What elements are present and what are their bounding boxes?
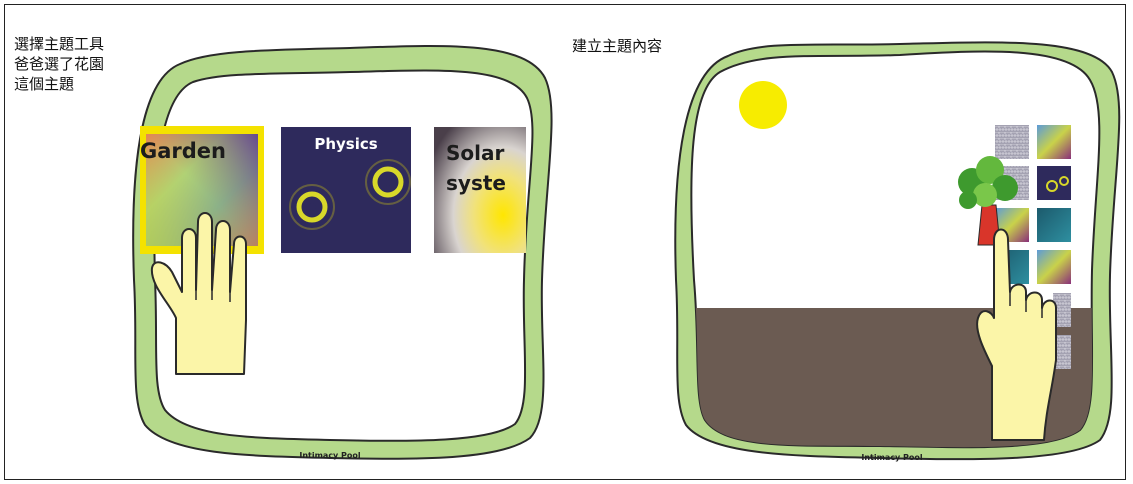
solar-system-card[interactable]: Solar syste: [434, 127, 526, 253]
garden-card-label: Garden: [140, 139, 226, 163]
left-caption: 選擇主題工具 爸爸選了花園 這個主題: [14, 34, 104, 94]
sun-icon: [739, 81, 787, 129]
physics-card[interactable]: Physics: [281, 127, 411, 253]
solar-card-label-line1: Solar: [446, 141, 504, 165]
orbit-rings-icon: [289, 159, 411, 230]
left-caption-line-1: 選擇主題工具: [14, 35, 105, 53]
physics-card-label: Physics: [314, 135, 377, 153]
left-caption-line-2: 爸爸選了花園: [14, 55, 105, 73]
solar-card-label-line2: syste: [446, 171, 506, 195]
right-caption: 建立主題內容: [572, 36, 662, 56]
left-caption-line-3: 這個主題: [14, 75, 75, 93]
right-pool-label: Intimacy Pool: [861, 453, 923, 462]
figure-border: [4, 4, 1126, 480]
hand-palm-icon: [150, 212, 247, 375]
hand-pointing-icon: [976, 228, 1057, 441]
right-caption-line-1: 建立主題內容: [572, 37, 663, 55]
tree-icon: [958, 156, 1018, 246]
left-pool-label: Intimacy Pool: [299, 451, 361, 460]
